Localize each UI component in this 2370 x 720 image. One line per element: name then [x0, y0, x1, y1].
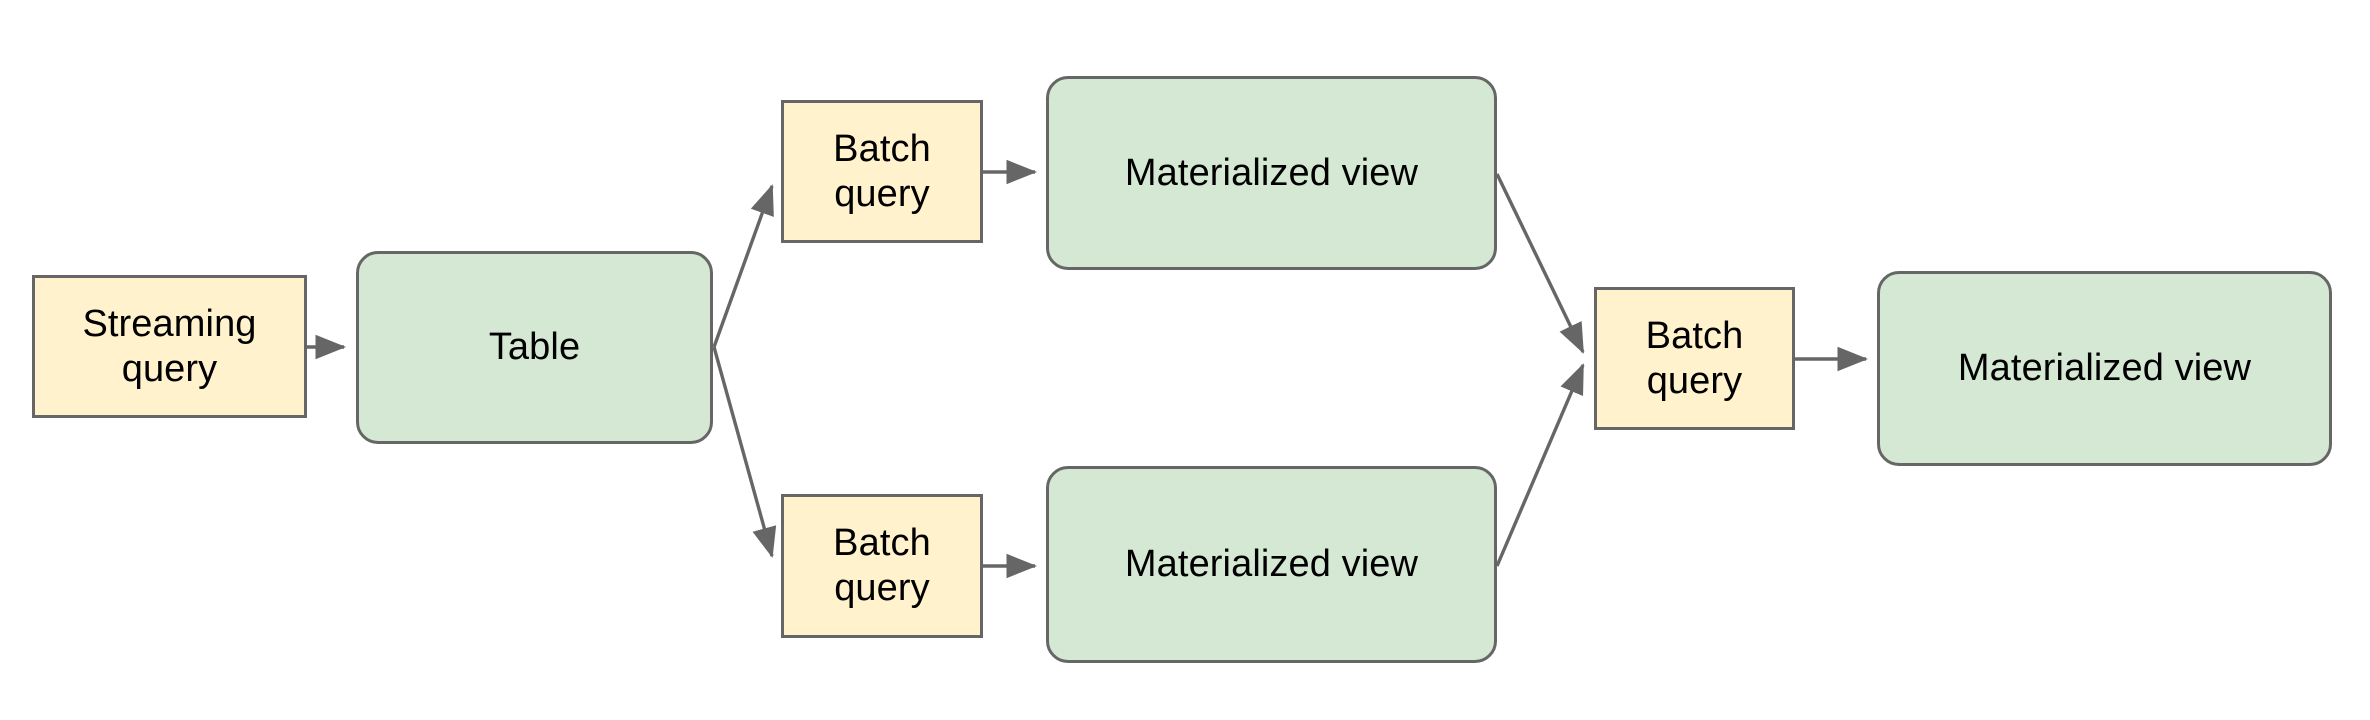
node-batch-query-right-label: Batch query	[1645, 314, 1744, 402]
node-materialized-view-bottom[interactable]: Materialized view	[1046, 466, 1497, 663]
node-batch-query-top-label: Batch query	[833, 127, 931, 215]
node-batch-query-bottom-label: Batch query	[833, 522, 931, 609]
node-batch-query-right[interactable]: Batch query	[1594, 287, 1795, 430]
node-materialized-view-top[interactable]: Materialized view	[1046, 76, 1497, 270]
node-table[interactable]: Table	[356, 251, 713, 444]
node-batch-query-bottom[interactable]: Batch query	[781, 494, 983, 638]
edge-table-to-batch-query-bottom	[712, 346, 777, 558]
edge-materialized-view-bottom-to-batch-query-right	[1495, 363, 1585, 567]
node-materialized-view-bottom-label: Materialized view	[1124, 543, 1419, 586]
node-streaming-query-label: Streaming query	[82, 302, 257, 390]
node-batch-query-top[interactable]: Batch query	[781, 100, 983, 243]
node-materialized-view-right-label: Materialized view	[1957, 347, 2252, 390]
edge-table-to-batch-query-top	[712, 184, 774, 348]
node-streaming-query[interactable]: Streaming query	[32, 275, 307, 418]
node-materialized-view-right[interactable]: Materialized view	[1877, 271, 2332, 466]
node-table-label: Table	[488, 326, 581, 369]
edge-materialized-view-top-to-batch-query-right	[1495, 173, 1585, 354]
node-materialized-view-top-label: Materialized view	[1124, 151, 1419, 194]
